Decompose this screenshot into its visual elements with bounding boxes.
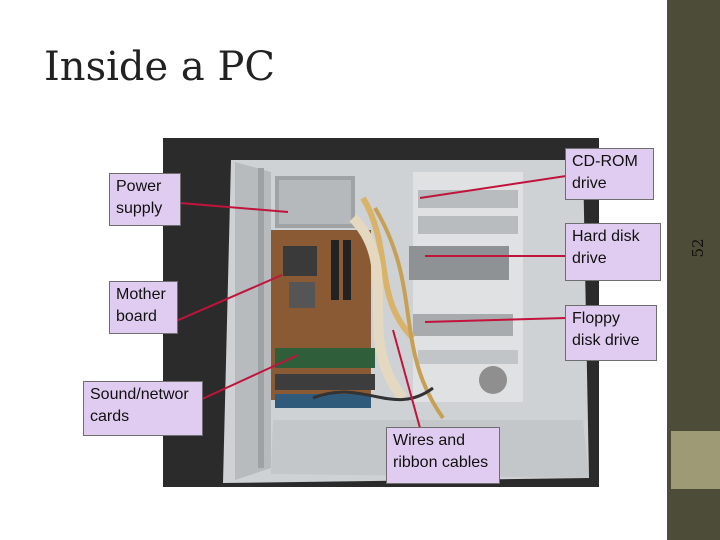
callout-wires-ribbon-cables: Wires and ribbon cables <box>386 427 500 484</box>
callout-motherboard: Mother board <box>109 281 178 334</box>
callout-floppy-disk-drive: Floppy disk drive <box>565 305 657 361</box>
pc-case-photo <box>163 138 599 487</box>
page-number: 52 <box>689 238 707 258</box>
slide-title: Inside a PC <box>44 44 275 90</box>
callout-cdrom-drive: CD-ROM drive <box>565 148 654 200</box>
sidebar-accent-block <box>671 431 720 489</box>
callout-power-supply: Power supply <box>109 173 181 226</box>
callout-sound-network-cards: Sound/networ cards <box>83 381 203 436</box>
callout-hard-disk-drive: Hard disk drive <box>565 223 661 281</box>
